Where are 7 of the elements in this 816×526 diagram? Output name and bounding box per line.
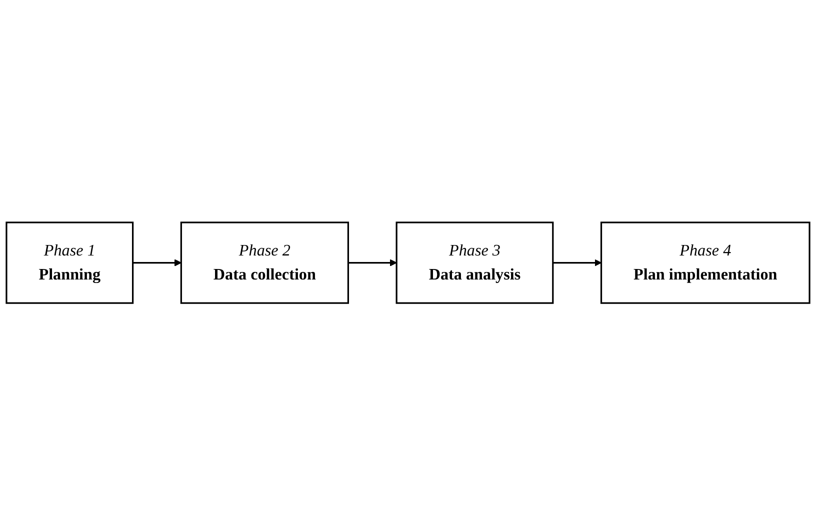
node-box: Phase 1 Planning [6,222,134,304]
arrow [348,259,397,267]
node-box: Phase 3 Data analysis [396,222,554,304]
node-box: Phase 2 Data collection [180,222,349,304]
node-box: Phase 4 Plan implementation [600,222,810,304]
arrow [552,259,602,267]
arrow [132,259,182,267]
